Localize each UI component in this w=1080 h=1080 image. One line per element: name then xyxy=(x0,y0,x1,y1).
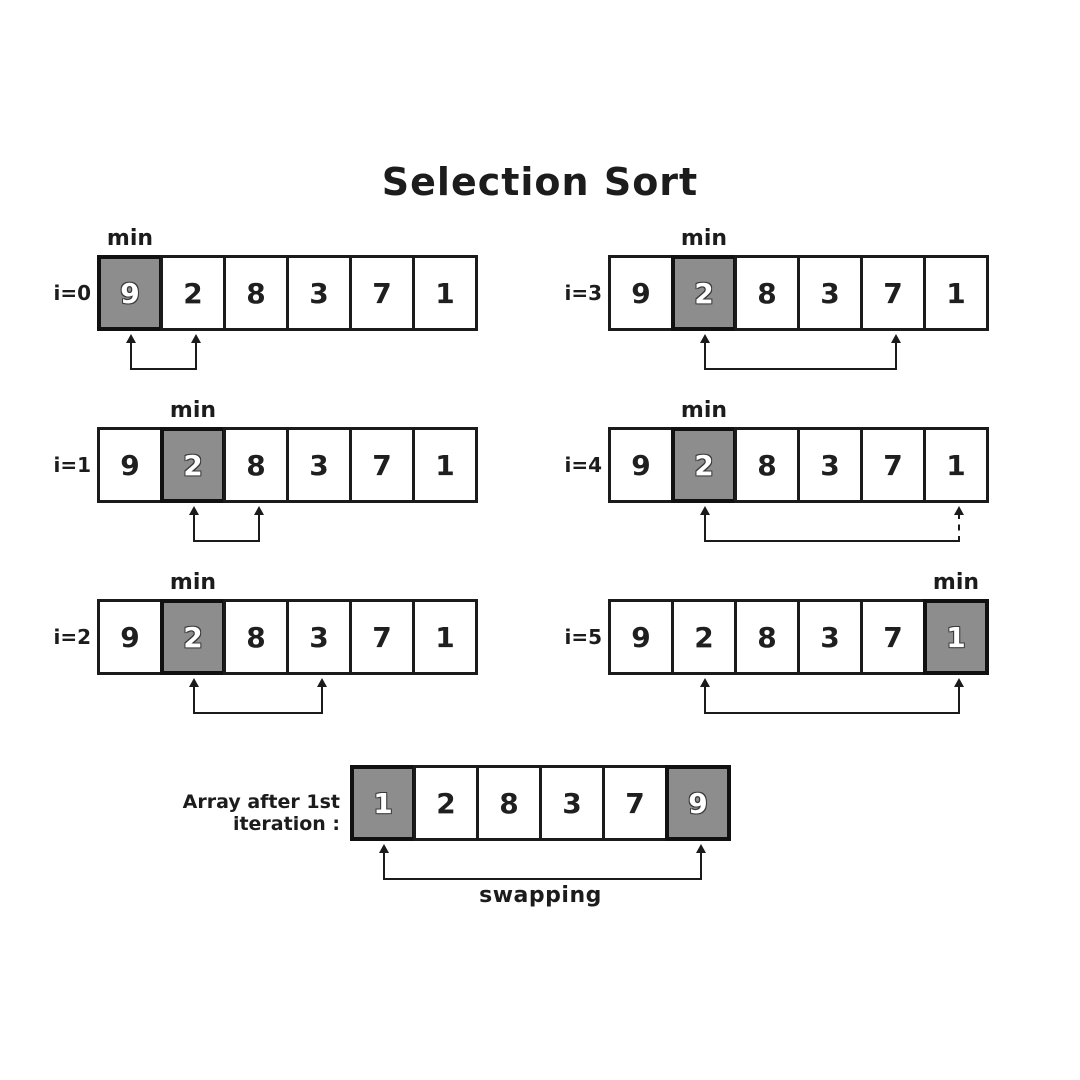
array-cell: 7 xyxy=(602,765,668,841)
array-cell-min: 1 xyxy=(923,599,989,675)
array-cell: 1 xyxy=(923,255,989,331)
swap-arrow xyxy=(379,844,706,880)
array-row: 9 2 8 3 7 1 xyxy=(97,255,478,331)
array-cell: 1 xyxy=(412,255,478,331)
step-index-label: i=1 xyxy=(53,453,91,477)
array-cell-min: 2 xyxy=(160,427,226,503)
min-label: min xyxy=(932,570,980,595)
min-label: min xyxy=(106,226,154,251)
step-index-label: i=0 xyxy=(53,281,91,305)
array-cell-swapped: 9 xyxy=(665,765,731,841)
step-index-label: i=3 xyxy=(564,281,602,305)
array-cell: 3 xyxy=(797,255,863,331)
array-cell: 7 xyxy=(349,255,415,331)
array-cell: 1 xyxy=(412,427,478,503)
step-index-label: i=4 xyxy=(564,453,602,477)
array-cell: 7 xyxy=(860,255,926,331)
array-cell: 8 xyxy=(734,427,800,503)
array-cell: 7 xyxy=(349,427,415,503)
array-row: 9 2 8 3 7 1 xyxy=(608,599,989,675)
result-array-row: 1 2 8 3 7 9 xyxy=(350,765,731,841)
array-cell: 2 xyxy=(413,765,479,841)
array-cell-min: 2 xyxy=(671,255,737,331)
compare-arrow xyxy=(700,334,901,370)
array-row: 9 2 8 3 7 1 xyxy=(97,427,478,503)
min-label: min xyxy=(680,226,728,251)
step-index-label: i=5 xyxy=(564,625,602,649)
array-cell: 3 xyxy=(797,599,863,675)
array-cell: 8 xyxy=(734,599,800,675)
array-cell: 9 xyxy=(608,427,674,503)
compare-arrow xyxy=(700,678,964,714)
array-cell: 9 xyxy=(97,427,163,503)
array-cell: 8 xyxy=(734,255,800,331)
array-cell: 8 xyxy=(223,255,289,331)
array-cell: 7 xyxy=(860,599,926,675)
array-cell: 2 xyxy=(671,599,737,675)
step-index-label: i=2 xyxy=(53,625,91,649)
array-cell: 1 xyxy=(923,427,989,503)
compare-arrow xyxy=(189,506,264,542)
array-row: 9 2 8 3 7 1 xyxy=(608,427,989,503)
array-cell-min: 9 xyxy=(97,255,163,331)
array-cell: 3 xyxy=(797,427,863,503)
array-cell: 3 xyxy=(286,599,352,675)
array-row: 9 2 8 3 7 1 xyxy=(608,255,989,331)
min-label: min xyxy=(680,398,728,423)
array-cell-min: 2 xyxy=(671,427,737,503)
array-cell-swapped: 1 xyxy=(350,765,416,841)
array-cell: 3 xyxy=(539,765,605,841)
array-cell: 9 xyxy=(608,599,674,675)
array-cell: 9 xyxy=(608,255,674,331)
result-label: Array after 1st iteration : xyxy=(182,791,340,835)
array-cell: 8 xyxy=(476,765,542,841)
min-label: min xyxy=(169,398,217,423)
array-cell: 3 xyxy=(286,427,352,503)
swapping-caption: swapping xyxy=(479,883,602,908)
array-cell: 7 xyxy=(349,599,415,675)
array-row: 9 2 8 3 7 1 xyxy=(97,599,478,675)
array-cell: 8 xyxy=(223,427,289,503)
array-cell: 8 xyxy=(223,599,289,675)
compare-arrow xyxy=(126,334,201,370)
array-cell: 9 xyxy=(97,599,163,675)
min-label: min xyxy=(169,570,217,595)
compare-arrow xyxy=(189,678,327,714)
array-cell: 3 xyxy=(286,255,352,331)
page-title: Selection Sort xyxy=(381,160,699,204)
array-cell-min: 2 xyxy=(160,599,226,675)
compare-arrow xyxy=(700,506,964,542)
array-cell: 1 xyxy=(412,599,478,675)
array-cell: 2 xyxy=(160,255,226,331)
array-cell: 7 xyxy=(860,427,926,503)
